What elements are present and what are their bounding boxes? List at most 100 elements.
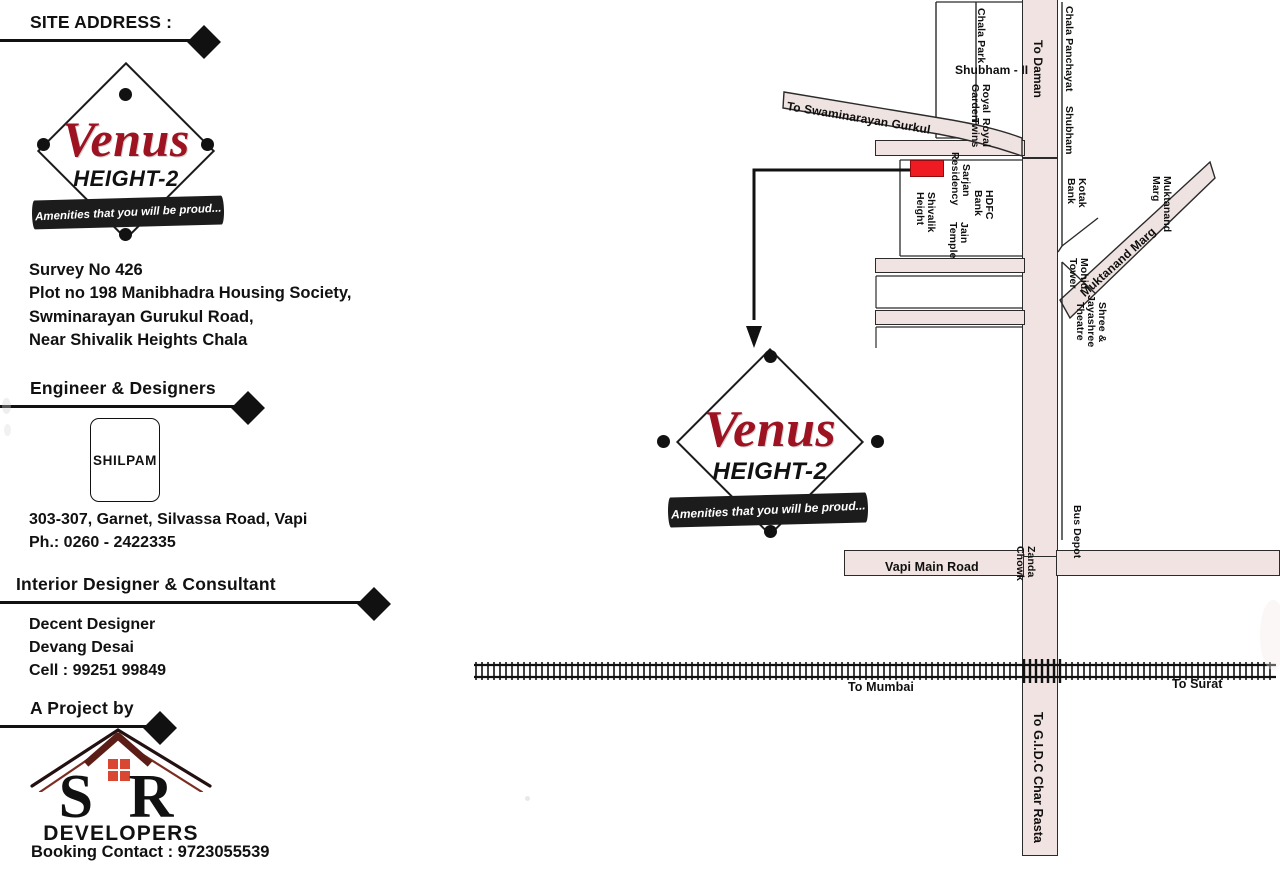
interior-company: Decent Designer (29, 616, 156, 633)
branch-road-second (875, 258, 1025, 273)
landmark-jain-temple-line2: Temple (947, 222, 959, 259)
section-rule (0, 725, 152, 728)
roof-window-icon (108, 759, 130, 781)
section-rule (0, 601, 366, 604)
landmark-bus-depot: Bus Depot (1071, 505, 1083, 559)
landmark-muktanand-marg-area-line2: Marg (1150, 176, 1162, 202)
logo-dot-bottom (764, 525, 777, 538)
logo-dot-top (119, 88, 132, 101)
road-label-vapi-main-road: Vapi Main Road (885, 560, 979, 574)
logo-brand-name: Venus (703, 401, 837, 458)
landmark-shubham-2: Shubham - II (955, 63, 1029, 77)
landmark-royal-twins-line1: Royal (980, 118, 992, 148)
address-line: Survey No 426 (29, 261, 143, 279)
house-roof-icon (30, 728, 212, 792)
logo-dot-left (37, 138, 50, 151)
landmark-royal-garden-line1: Royal (980, 84, 992, 114)
section-label-project-by: A Project by (30, 698, 134, 718)
address-line: Plot no 198 Manibhadra Housing Society, (29, 284, 352, 303)
branch-road-third (875, 310, 1025, 325)
main-vertical-road (1022, 0, 1058, 158)
sr-developers-word: DEVELOPERS (43, 822, 199, 845)
landmark-shree-jayashree-theatre-line3: Theatre (1074, 302, 1086, 341)
landmark-kotak-bank-line2: Bank (1065, 178, 1077, 205)
logo-dot-top (764, 350, 777, 363)
main-vertical-road-mid (1022, 158, 1058, 558)
scan-artifact (4, 424, 11, 436)
logo-brand-sub: HEIGHT-2 (712, 458, 828, 485)
logo-brand-sub: HEIGHT-2 (73, 166, 179, 191)
shilpam-logo-text: SHILPAM (93, 452, 157, 468)
section-diamond-icon (187, 25, 221, 59)
vapi-main-road (844, 550, 1024, 576)
landmark-mohid-tower-line1: Mohid (1078, 258, 1090, 290)
scan-artifact (1260, 600, 1280, 670)
rail-label-to-mumbai: To Mumbai (848, 680, 914, 694)
site-location-marker (910, 160, 944, 177)
interior-designer-block: Decent Designer Devang Desai Cell : 9925… (29, 613, 449, 683)
section-header-site-address: SITE ADDRESS : (0, 12, 240, 59)
road-label-muktanand-marg: Muktanand Marg (1077, 224, 1159, 300)
road-label-to-daman: To Daman (1031, 40, 1045, 98)
section-header-engineer-designers: Engineer & Designers (0, 378, 280, 425)
info-panel: SITE ADDRESS : Venus HEIGHT-2 Amenities … (0, 0, 470, 892)
venus-height-2-logo-map: Venus HEIGHT-2 Amenities that you will b… (657, 340, 884, 544)
interior-cell: Cell : 99251 99849 (29, 662, 166, 680)
logo-dot-left (657, 435, 670, 448)
address-line: Near Shivalik Heights Chala (29, 331, 248, 350)
logo-brand-name: Venus (62, 111, 190, 167)
section-label-site-address: SITE ADDRESS : (30, 12, 173, 32)
landmark-mohid-tower-line2: Tower (1067, 258, 1079, 289)
booking-contact: Booking Contact : 9723055539 (31, 843, 270, 861)
section-rule (0, 405, 240, 408)
railway-line (474, 659, 1276, 683)
landmark-royal-twins-line2: Twins (969, 118, 981, 148)
road-label-to-swaminarayan-gurkul: To Swaminarayan Gurkul (785, 99, 932, 137)
interior-person: Devang Desai (29, 639, 134, 657)
road-label-to-gidc-char-rasta: To G.I.D.C Char Rasta (1031, 712, 1045, 844)
logo-tagline-ribbon: Amenities that you will be proud... (31, 195, 225, 230)
landmark-kotak-bank-line1: Kotak (1076, 178, 1088, 208)
logo-dot-bottom (119, 228, 132, 241)
section-label-interior-designer: Interior Designer & Consultant (16, 574, 276, 594)
section-header-project-by: A Project by (0, 698, 200, 745)
landmark-hdfc-bank-line2: Bank (972, 190, 984, 217)
site-address-block: Survey No 426 Plot no 198 Manibhadra Hou… (29, 259, 449, 353)
landmark-chala-panchayat: Chala Panchayat (1063, 6, 1075, 92)
address-line: Swminarayan Gurukul Road, (29, 307, 254, 326)
landmark-sarjan-residency-line1: Sarjan (960, 164, 972, 197)
engineer-phone-line: Ph.: 0260 - 2422335 (29, 534, 176, 552)
landmark-chala-park: Chala Park (975, 8, 987, 64)
section-diamond-icon (231, 391, 265, 425)
venus-height-2-logo-primary: Venus HEIGHT-2 Amenities that you will b… (20, 58, 232, 244)
section-header-interior-designer: Interior Designer & Consultant (0, 574, 410, 621)
landmark-zanda-chowk-line1: Zanda (1025, 546, 1037, 578)
landmark-shivalik-height-line2: Height (914, 192, 926, 226)
landmark-hdfc-bank-line1: HDFC (983, 190, 995, 220)
engineer-contact-block: 303-307, Garnet, Silvassa Road, Vapi Ph.… (29, 508, 449, 554)
vapi-main-road-right (1056, 550, 1280, 576)
location-map: To Daman To G.I.D.C Char Rasta (470, 0, 1280, 892)
landmark-jain-temple-line1: Jain (958, 222, 970, 244)
sr-initials: S R (58, 763, 184, 831)
shilpam-logo-box: SHILPAM (90, 418, 160, 502)
section-label-engineer-designers: Engineer & Designers (30, 378, 216, 398)
logo-tagline-text: Amenities that you will be proud... (670, 498, 866, 522)
engineer-address-line: 303-307, Garnet, Silvassa Road, Vapi (29, 511, 308, 528)
landmark-shree-jayashree-theatre-line2: Jayashree (1085, 295, 1097, 348)
landmark-royal-garden-line2: Garden (969, 84, 981, 122)
landmark-shivalik-height-line1: Shivalik (925, 192, 937, 233)
logo-tagline-ribbon: Amenities that you will be proud... (667, 492, 869, 528)
logo-tagline-text: Amenities that you will be proud... (34, 202, 222, 223)
section-rule (0, 39, 196, 42)
scan-artifact (2, 398, 11, 414)
landmark-sarjan-residency-line2: Residency (949, 152, 961, 206)
landmark-shubham: Shubham (1063, 106, 1075, 155)
rail-label-to-surat: To Surat (1172, 677, 1223, 691)
logo-dot-right (201, 138, 214, 151)
landmark-zanda-chowk-line2: Chowk (1014, 546, 1026, 581)
scan-artifact (525, 796, 530, 801)
main-vertical-road-lower (1022, 556, 1058, 856)
sr-developers-logo: S R DEVELOPERS (26, 722, 216, 845)
